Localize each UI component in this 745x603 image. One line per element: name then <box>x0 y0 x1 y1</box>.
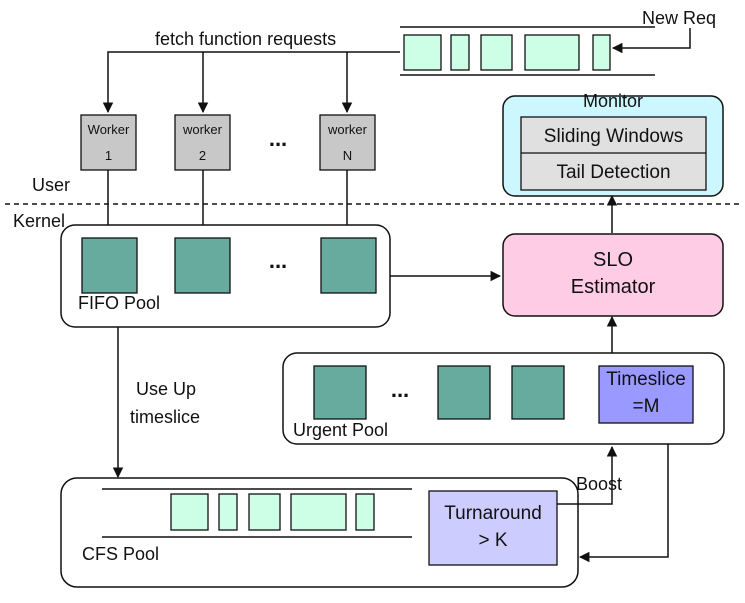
cfs-queue-item <box>355 493 375 531</box>
worker-n-name: worker <box>327 122 368 137</box>
monitor-title: Monitor <box>583 91 643 111</box>
fetch-label: fetch function requests <box>155 29 336 49</box>
turnaround-box <box>428 490 558 566</box>
timeslice-label: Timeslice <box>606 369 686 390</box>
boost-label: Boost <box>576 474 622 494</box>
kernel-label: Kernel <box>13 211 65 231</box>
urgent-task <box>437 365 491 420</box>
timeslice-caption: timeslice <box>130 407 200 427</box>
worker-1: Worker 1 <box>80 114 137 171</box>
worker-1-index: 1 <box>105 148 112 163</box>
timeslice-value: =M <box>633 396 660 417</box>
use-up-label: Use Up <box>136 379 196 399</box>
new-req-label: New Req <box>642 8 716 28</box>
urgent-to-cfs-arrow <box>578 444 669 563</box>
urgent-task <box>511 365 565 420</box>
queue-item <box>592 34 611 71</box>
turnaround-value: > K <box>478 530 507 551</box>
estimator-label: Estimator <box>571 276 656 298</box>
urgent-pool: ... Timeslice =M Urgent Pool <box>282 352 725 445</box>
fetch-line <box>102 51 400 114</box>
boost-arrow <box>557 445 618 505</box>
request-queue <box>400 26 655 76</box>
slo-label: SLO <box>593 249 633 271</box>
sliding-windows-label: Sliding Windows <box>544 126 683 147</box>
fifo-pool: ... FIFO Pool <box>60 224 391 328</box>
fifo-task <box>174 237 231 294</box>
fifo-task <box>320 237 377 294</box>
monitor: Monitor Sliding Windows Tail Detection <box>502 91 724 197</box>
worker-2-name: worker <box>182 122 223 137</box>
tail-detection-label: Tail Detection <box>556 162 670 183</box>
queue-item <box>403 34 442 71</box>
queue-item <box>524 34 580 71</box>
fifo-ellipsis: ... <box>269 248 287 273</box>
urgent-ellipsis: ... <box>391 377 409 402</box>
worker-2: worker 2 <box>174 114 231 171</box>
urgent-pool-label: Urgent Pool <box>293 420 388 440</box>
user-label: User <box>32 175 70 195</box>
fifo-pool-label: FIFO Pool <box>78 293 160 313</box>
cfs-queue-item <box>218 493 238 531</box>
fifo-task <box>81 237 138 294</box>
worker-1-name: Worker <box>88 122 130 137</box>
worker-2-index: 2 <box>199 148 206 163</box>
new-req-arrow <box>611 28 691 54</box>
worker-n: worker N <box>319 114 376 171</box>
queue-item <box>480 34 513 71</box>
turnaround-label: Turnaround <box>444 503 542 524</box>
workers-ellipsis: ... <box>269 126 287 151</box>
urgent-task <box>313 365 367 420</box>
cfs-queue-item <box>170 493 209 531</box>
cfs-pool: Turnaround > K CFS Pool <box>60 477 579 588</box>
slo-estimator: SLO Estimator <box>502 233 724 317</box>
cfs-pool-label: CFS Pool <box>82 544 159 564</box>
cfs-queue-item <box>248 493 281 531</box>
timeslice-box <box>598 365 694 424</box>
queue-item <box>450 34 470 71</box>
cfs-queue-item <box>290 493 347 531</box>
worker-n-index: N <box>343 148 352 163</box>
